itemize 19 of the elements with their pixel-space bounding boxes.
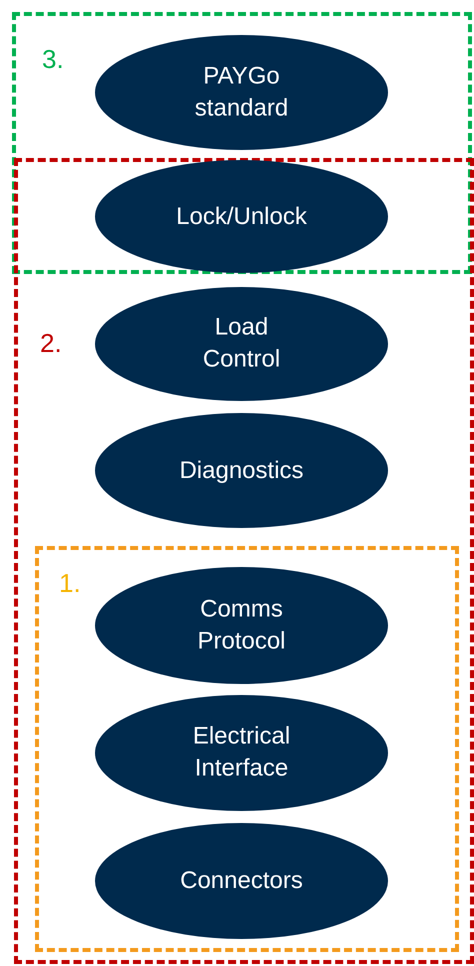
node-label: Connectors [179, 866, 304, 896]
node-label: Comms Protocol [196, 594, 287, 656]
node-label: PAYGo standard [194, 61, 290, 124]
ellipse-node [95, 567, 388, 684]
ellipse-node [95, 160, 388, 273]
ellipse-node [95, 35, 388, 150]
group-number: 1. [59, 570, 81, 596]
node-label: Lock/Unlock [175, 201, 308, 232]
ellipse-node [95, 823, 388, 939]
node-label: Electrical Interface [192, 722, 292, 784]
dashed-group-frame [35, 546, 459, 952]
group-number: 2. [40, 330, 62, 356]
group-number: 3. [42, 46, 64, 72]
node-label: Diagnostics [178, 455, 305, 486]
dashed-group-frame [14, 158, 474, 964]
ellipse-node [95, 695, 388, 811]
ellipse-node [95, 287, 388, 401]
node-label: Load Control [202, 312, 282, 375]
ellipse-node [95, 413, 388, 528]
